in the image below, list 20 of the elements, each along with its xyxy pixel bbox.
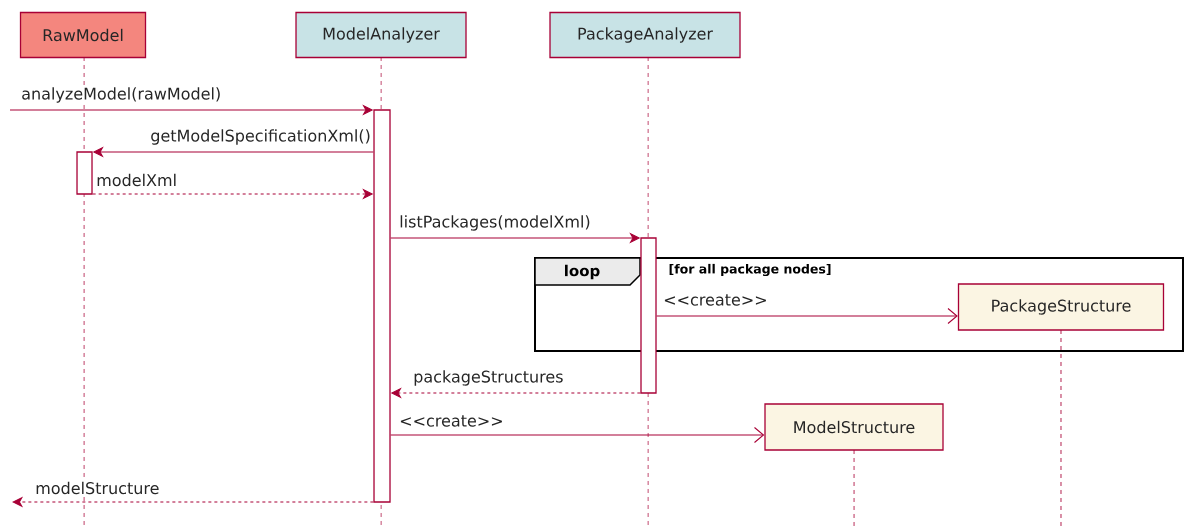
participant-box: ModelAnalyzer [295,11,467,59]
message-label: listPackages(modelXml) [398,214,592,232]
message-arrow [656,307,958,325]
message-label: getModelSpecificationXml() [149,128,372,146]
participant-box: RawModel [19,11,147,59]
participant-box: ModelStructure [764,403,944,451]
activation-bar [76,151,93,195]
activation-bar [373,109,391,503]
guard-condition: [for all package nodes] [669,263,831,277]
activation-bar [640,237,657,394]
message-label: modelStructure [34,480,161,496]
message-label: analyzeModel(rawModel) [20,86,223,104]
message-label: <<create>> [662,293,769,307]
message-label: packageStructures [412,369,565,387]
participant-box: PackageAnalyzer [549,11,741,59]
participant-box: PackageStructure [957,283,1165,331]
message-label: <<create>> [398,414,505,428]
loop-label: loop [565,264,600,280]
message-label: modelXml [95,172,179,188]
message-arrow [390,426,765,444]
